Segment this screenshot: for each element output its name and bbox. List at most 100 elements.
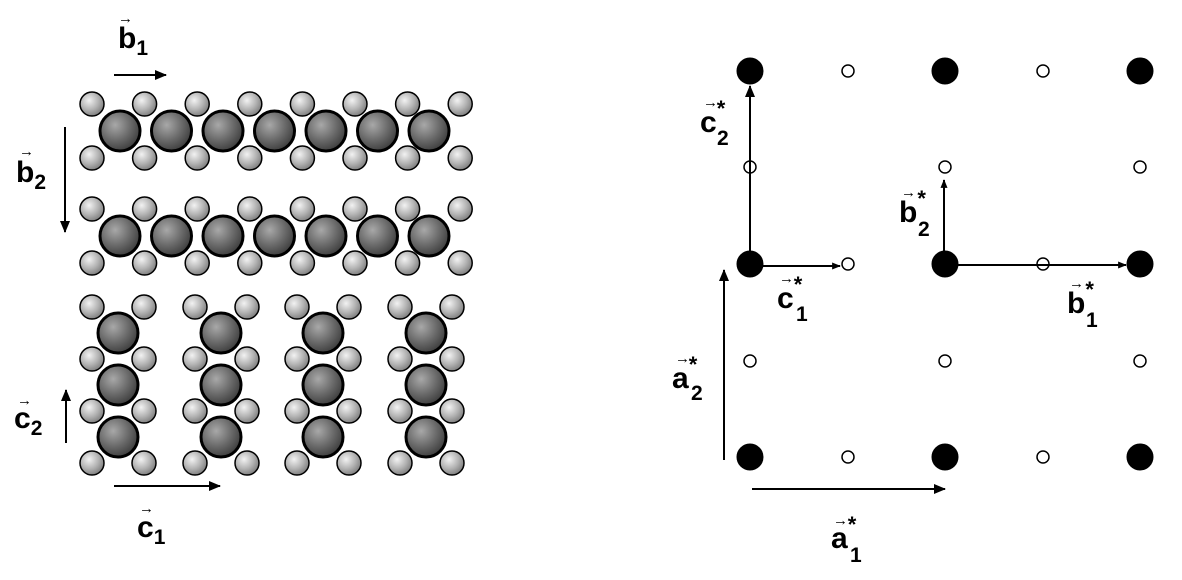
small-atom: [284, 398, 310, 424]
large-atom: [150, 109, 193, 153]
vector-c2-star-overarrow: →: [703, 94, 718, 111]
small-atom: [182, 346, 208, 372]
lattice-point-open: [841, 64, 855, 78]
small-atom: [394, 145, 421, 171]
large-atom: [150, 214, 193, 258]
small-atom: [439, 450, 465, 476]
large-atom: [96, 311, 140, 355]
large-atom: [98, 214, 142, 258]
small-atom: [79, 398, 105, 424]
large-atom: [301, 363, 345, 407]
small-atom: [387, 398, 413, 424]
vector-c2-overarrow: →: [17, 392, 32, 409]
lattice-point-filled: [1126, 250, 1154, 278]
vector-b2-label: b2: [16, 156, 46, 194]
small-atom: [439, 398, 465, 424]
large-atom: [98, 109, 142, 153]
lattice-point-open: [1036, 64, 1050, 78]
small-atom: [79, 450, 105, 476]
small-atom: [336, 450, 362, 476]
large-atom: [96, 415, 140, 459]
small-atom: [289, 196, 316, 222]
small-atom: [336, 346, 362, 372]
vector-b1-star: → b*1: [944, 261, 1127, 332]
large-atom: [407, 214, 451, 258]
large-atom: [199, 415, 243, 459]
lattice-point-filled: [931, 57, 959, 85]
small-atom: [289, 91, 316, 117]
reciprocal-lattice-panel: → c*2 → c*1 → b*2 → b*1 → a*2: [672, 57, 1154, 567]
large-atom: [199, 363, 243, 407]
small-atom: [131, 145, 158, 171]
small-atom: [184, 145, 210, 171]
small-atom: [284, 450, 310, 476]
small-atom: [342, 145, 368, 171]
small-atom: [79, 145, 105, 171]
small-atom: [182, 450, 208, 476]
small-atom: [131, 450, 157, 476]
small-atom: [131, 398, 157, 424]
small-atom: [394, 250, 421, 276]
small-atom: [387, 346, 413, 372]
small-atom: [336, 294, 362, 320]
vector-c2-star: → c*2: [700, 85, 755, 264]
large-atom: [301, 311, 345, 355]
vector-b1-overarrow: →: [118, 10, 133, 27]
small-atom: [79, 91, 105, 117]
large-atom: [201, 214, 245, 258]
small-atom: [79, 294, 105, 320]
vector-b1-label: b1: [118, 22, 148, 60]
large-atom: [356, 109, 399, 153]
vector-b2-overarrow: →: [19, 143, 34, 160]
small-atom: [447, 145, 473, 171]
small-atom: [237, 196, 263, 222]
small-atom: [131, 91, 158, 117]
small-atom: [387, 294, 413, 320]
small-atom: [237, 145, 263, 171]
vector-c2-star-label: c*2: [700, 96, 729, 150]
upper-atom-chains: [79, 91, 473, 276]
large-atom: [407, 109, 451, 153]
vector-c1-overarrow: →: [139, 500, 154, 517]
small-atom: [394, 91, 421, 117]
large-atom: [404, 415, 448, 459]
vector-c1-label: c1: [137, 511, 166, 549]
large-atom: [304, 214, 348, 258]
vector-c1-star: → c*1: [750, 262, 841, 326]
lattice-point-open: [938, 160, 952, 174]
large-atom: [304, 109, 348, 153]
small-atom: [234, 294, 260, 320]
small-atom: [447, 196, 473, 222]
small-atom: [284, 346, 310, 372]
small-atom: [237, 250, 263, 276]
vector-c2: → c2: [14, 389, 71, 443]
large-atom: [253, 214, 296, 258]
lattice-point-filled: [931, 443, 959, 471]
lattice-point-open: [938, 354, 952, 368]
small-atom: [79, 250, 105, 276]
lattice-point-open: [841, 257, 855, 271]
lattice-point-open: [743, 354, 757, 368]
vector-a2-star-overarrow: →: [675, 350, 690, 367]
large-atom: [301, 415, 345, 459]
vector-a1-star: → a*1: [752, 484, 946, 567]
small-atom: [439, 294, 465, 320]
large-atom: [253, 109, 296, 153]
small-atom: [131, 250, 158, 276]
vector-c1: → c1: [114, 481, 221, 549]
large-atom: [356, 214, 399, 258]
vector-a1-star-overarrow: →: [833, 512, 848, 529]
vector-b2: → b2: [16, 127, 70, 233]
small-atom: [439, 346, 465, 372]
small-atom: [184, 196, 210, 222]
small-atom: [387, 450, 413, 476]
small-atom: [447, 250, 473, 276]
small-atom: [131, 196, 158, 222]
lattice-point-filled: [736, 443, 764, 471]
vector-c1-star-label: c*1: [777, 272, 808, 326]
large-atom: [201, 109, 245, 153]
vector-a2-star-label: a*2: [672, 352, 703, 405]
small-atom: [234, 346, 260, 372]
vector-c2-label: c2: [14, 402, 42, 440]
lattice-point-filled: [736, 57, 764, 85]
